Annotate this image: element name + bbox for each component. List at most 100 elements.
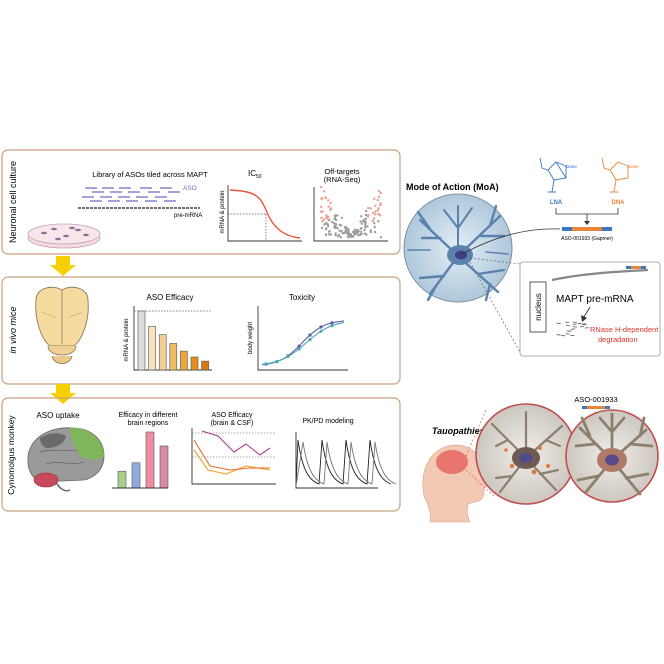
rna-fragment (572, 323, 577, 325)
volcano-point (377, 195, 381, 198)
uptake-title: ASO uptake (36, 411, 80, 420)
rnase-label: RNase H-dependent (590, 325, 659, 334)
volcano-point (336, 235, 340, 238)
pkpd-axes (295, 432, 378, 489)
pkpd-title: PK/PD modeling (302, 418, 353, 425)
volcano-point (351, 230, 355, 234)
toxicity-point (330, 324, 334, 328)
volcano-point (327, 205, 330, 208)
volcano-point (374, 204, 377, 208)
moa-section: Mode of Action (MoA) Base LNA Base (403, 157, 661, 357)
aso-library-lines (82, 187, 180, 202)
volcano-point (357, 234, 360, 237)
toxicity-series-1 (261, 320, 345, 366)
volcano-point (322, 190, 326, 193)
nucleus-tag (529, 281, 547, 333)
volcano-point (319, 210, 323, 213)
tauopathy-section: Tauopathies ASO-001933 (422, 395, 659, 523)
region-bar (159, 445, 169, 489)
volcano-point (329, 233, 333, 236)
volcano-point (346, 236, 350, 239)
volcano-point (363, 228, 366, 232)
panel-cell-culture: Neuronal cell culture Library of ASOs ti… (1, 149, 401, 255)
regions-title: Efficacy in different (119, 412, 178, 419)
volcano-point (360, 232, 363, 236)
toxicity-point (308, 333, 312, 337)
volcano-point (332, 222, 336, 225)
volcano-point (340, 229, 343, 233)
side-label-monkey: Cynomolgus monkey (6, 415, 16, 495)
volcano-point (374, 213, 377, 216)
csf-title: ASO Efficacy (211, 412, 253, 419)
aso-label: ASO (183, 185, 197, 192)
volcano-point (366, 225, 369, 228)
dna-structure-icon (601, 157, 629, 193)
volcano-point (328, 230, 331, 233)
zoom-line-1 (465, 409, 487, 457)
mice-efficacy-bar (190, 356, 199, 371)
degradation-arrow (583, 306, 591, 318)
zoom-box (519, 261, 661, 357)
volcano-point (360, 227, 363, 230)
ic50-title: IC50 (248, 169, 262, 180)
volcano-point (359, 220, 362, 223)
volcano-point (364, 220, 367, 224)
volcano-point (338, 229, 341, 232)
volcano-point (343, 226, 346, 229)
volcano-point (336, 214, 339, 217)
volcano-point (334, 226, 338, 229)
diseased-nucleus (519, 453, 533, 463)
volcano-point (373, 226, 376, 229)
volcano-point (347, 232, 350, 235)
volcano-point (325, 216, 328, 219)
volcano-point (353, 228, 356, 231)
rna-fragment (556, 322, 561, 325)
volcano-point (320, 185, 323, 189)
mice-efficacy-bar (137, 310, 146, 371)
toxicity-point (264, 362, 268, 366)
dna-label: DNA (612, 200, 626, 206)
volcano-point (364, 213, 368, 217)
side-label-mice: in vivo mice (8, 306, 18, 353)
volcano-point (369, 207, 372, 210)
zoom-line-bottom (469, 261, 521, 353)
volcano-plot (319, 185, 383, 239)
toxicity-point (297, 347, 301, 351)
pkpd-series (295, 441, 397, 487)
csf-subtitle: (brain & CSF) (211, 420, 254, 427)
mice-efficacy-bar (158, 334, 167, 371)
toxicity-series-2 (261, 321, 345, 365)
flow-arrow-2 (50, 384, 76, 404)
zoom-line-top (469, 257, 521, 265)
volcano-point (325, 221, 328, 225)
volcano-point (344, 229, 348, 233)
volcano-point (334, 234, 337, 237)
mapt-premrna-label: MAPT pre-mRNA (556, 294, 634, 305)
regions-bars (117, 431, 169, 489)
volcano-point (326, 225, 330, 228)
volcano-point (379, 236, 383, 239)
offtarget-subtitle: (RNA-Seq) (324, 175, 361, 184)
volcano-point (329, 201, 332, 205)
volcano-point (338, 223, 341, 227)
panel-border (1, 149, 401, 255)
toxicity-point (308, 338, 312, 342)
panel-border (1, 276, 401, 385)
offtarget-title: Off-targets (324, 167, 360, 176)
pkpd-curves (295, 439, 397, 487)
toxicity-point (319, 329, 323, 333)
toxicity-point (330, 321, 334, 325)
monkey-brain-icon (27, 427, 105, 492)
volcano-point (324, 196, 327, 199)
volcano-point (377, 207, 380, 210)
volcano-point (333, 217, 336, 221)
volcano-point (378, 214, 382, 217)
region-bar (131, 462, 141, 489)
volcano-point (325, 227, 328, 230)
volcano-point (365, 209, 368, 213)
toxicity-axes (257, 306, 348, 371)
volcano-point (340, 216, 343, 220)
head-silhouette-icon (422, 444, 491, 523)
volcano-point (376, 198, 379, 202)
